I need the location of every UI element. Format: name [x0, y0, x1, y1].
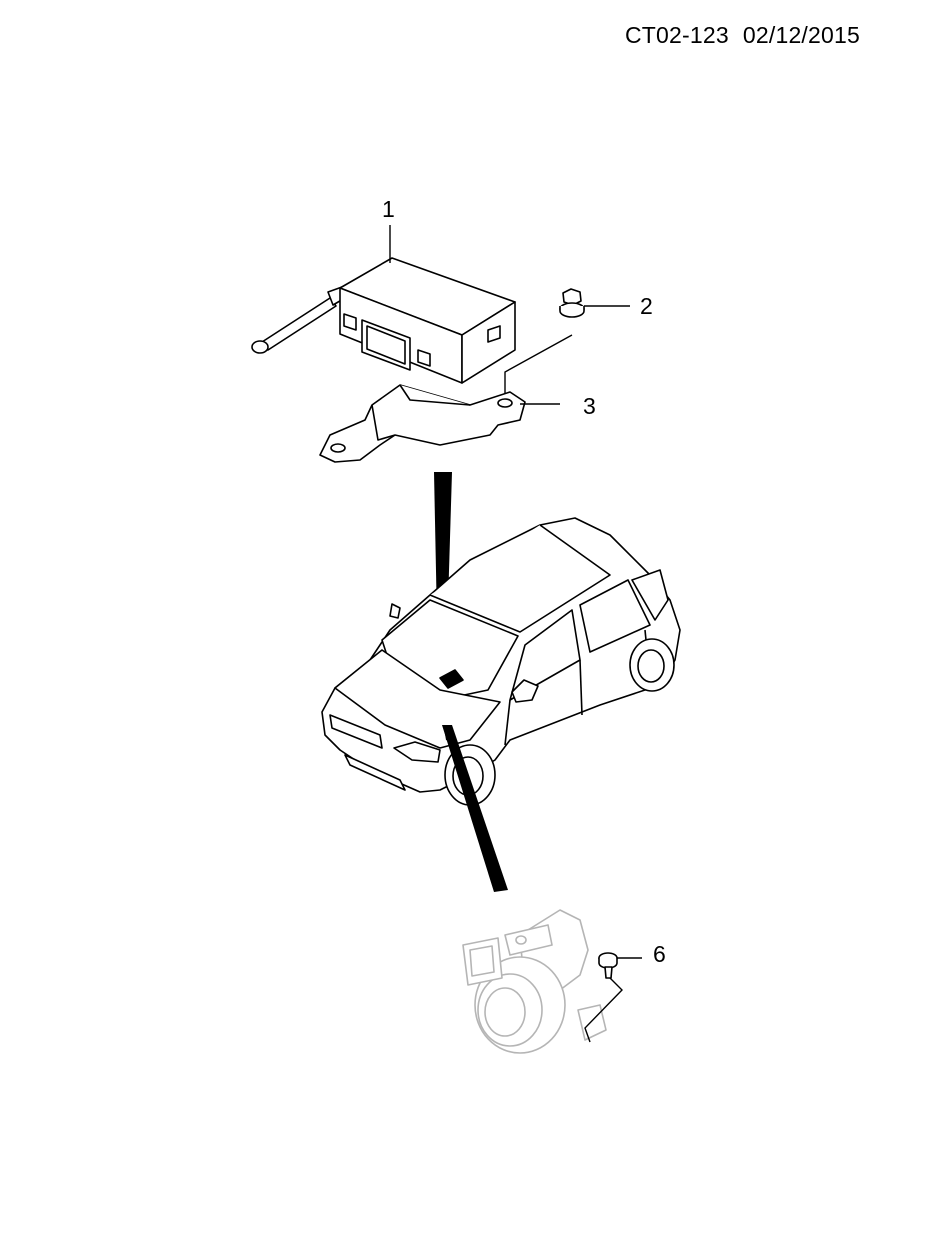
nut-part [559, 288, 585, 318]
car-illustration [321, 517, 681, 806]
diagram-date: 02/12/2015 [742, 22, 860, 48]
callout-6: 6 [653, 941, 666, 967]
bracket-part [319, 384, 526, 463]
diagram-code: CT02-123 [624, 22, 729, 48]
siren-part [462, 909, 607, 1054]
page-header: CT02-123 02/12/2015 [625, 22, 860, 49]
callout-3: 3 [583, 393, 596, 419]
callout-1: 1 [382, 196, 395, 222]
screw-part [598, 952, 618, 979]
location-pointer-lower [442, 725, 508, 892]
callout-2: 2 [640, 293, 653, 319]
control-module-part [251, 257, 516, 384]
